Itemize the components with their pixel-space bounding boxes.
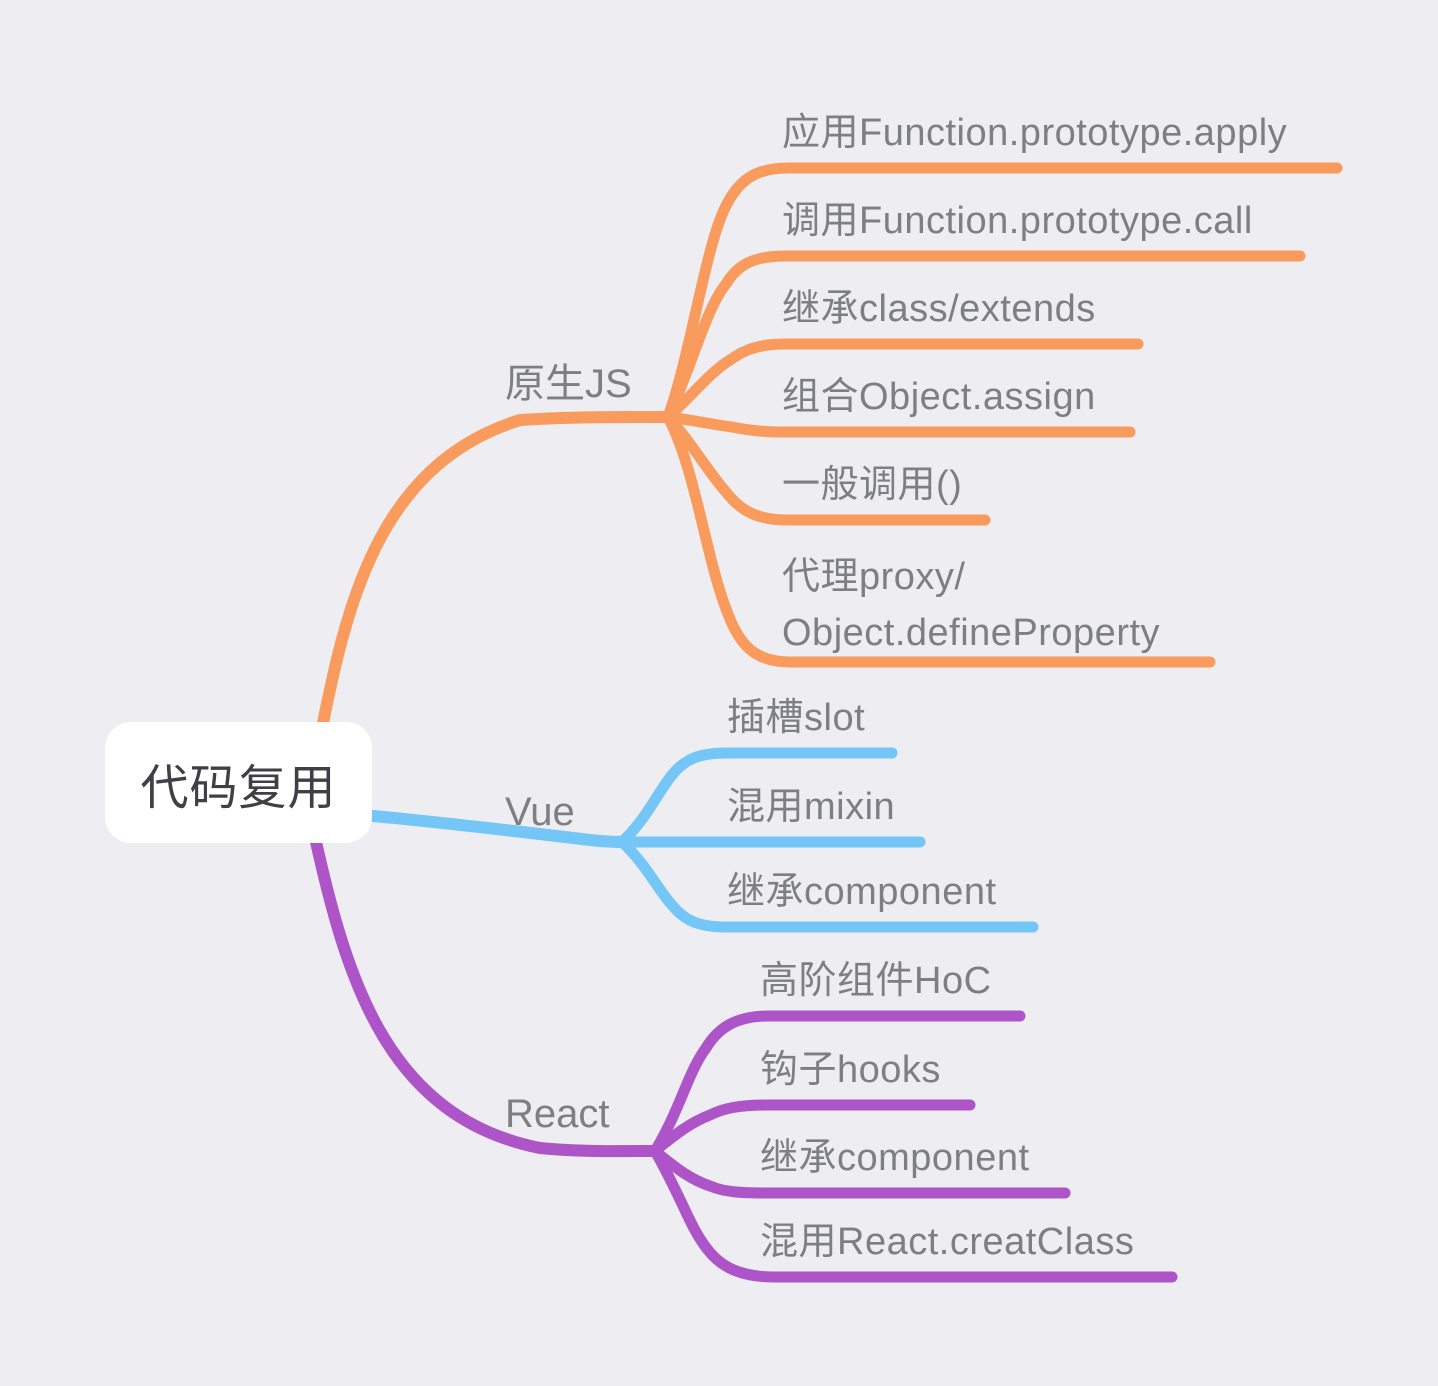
edge-js-call xyxy=(662,250,1306,423)
root-label: 代码复用 xyxy=(140,761,337,815)
node-vue[interactable]: Vue xyxy=(505,790,575,834)
node-react-child-3[interactable]: 混用React.creatClass xyxy=(760,1221,1135,1263)
edge-vue-component xyxy=(616,836,1039,933)
node-vue-child-2[interactable]: 继承component xyxy=(727,871,997,913)
edge-react-component xyxy=(649,1145,1071,1199)
edge-react-createclass xyxy=(649,1145,1178,1283)
edge-root-react xyxy=(310,836,661,1158)
node-react-child-0[interactable]: 高阶组件HoC xyxy=(760,960,992,1002)
edge-react-hoc xyxy=(649,1010,1026,1157)
edge-react-hooks xyxy=(649,1099,976,1157)
node-react-child-2[interactable]: 继承component xyxy=(760,1137,1030,1179)
edge-js-assign xyxy=(662,411,1136,438)
node-react[interactable]: React xyxy=(505,1092,610,1136)
node-root[interactable]: 代码复用 xyxy=(105,722,372,843)
node-js-child-4[interactable]: 一般调用() xyxy=(782,464,963,506)
node-js-child-3[interactable]: 组合Object.assign xyxy=(782,376,1096,418)
edge-js-call-parens xyxy=(662,411,991,526)
node-vue-child-0[interactable]: 插槽slot xyxy=(727,697,866,739)
edge-js-apply xyxy=(662,162,1343,423)
edge-root-js xyxy=(312,411,674,754)
edge-root-vue xyxy=(367,810,628,848)
node-vue-child-1[interactable]: 混用mixin xyxy=(727,786,896,828)
node-js-child-1[interactable]: 调用Function.prototype.call xyxy=(782,200,1253,242)
node-js-child-0[interactable]: 应用Function.prototype.apply xyxy=(782,112,1288,154)
edge-js-proxy xyxy=(662,411,1216,668)
node-js[interactable]: 原生JS xyxy=(505,362,632,406)
node-js-child-2[interactable]: 继承class/extends xyxy=(782,288,1096,330)
edge-vue-slot xyxy=(616,747,898,848)
edge-js-extends xyxy=(662,338,1144,423)
node-react-child-1[interactable]: 钩子hooks xyxy=(760,1049,941,1091)
node-js-child-5[interactable]: 代理proxy/ Object.defineProperty xyxy=(782,556,1161,654)
